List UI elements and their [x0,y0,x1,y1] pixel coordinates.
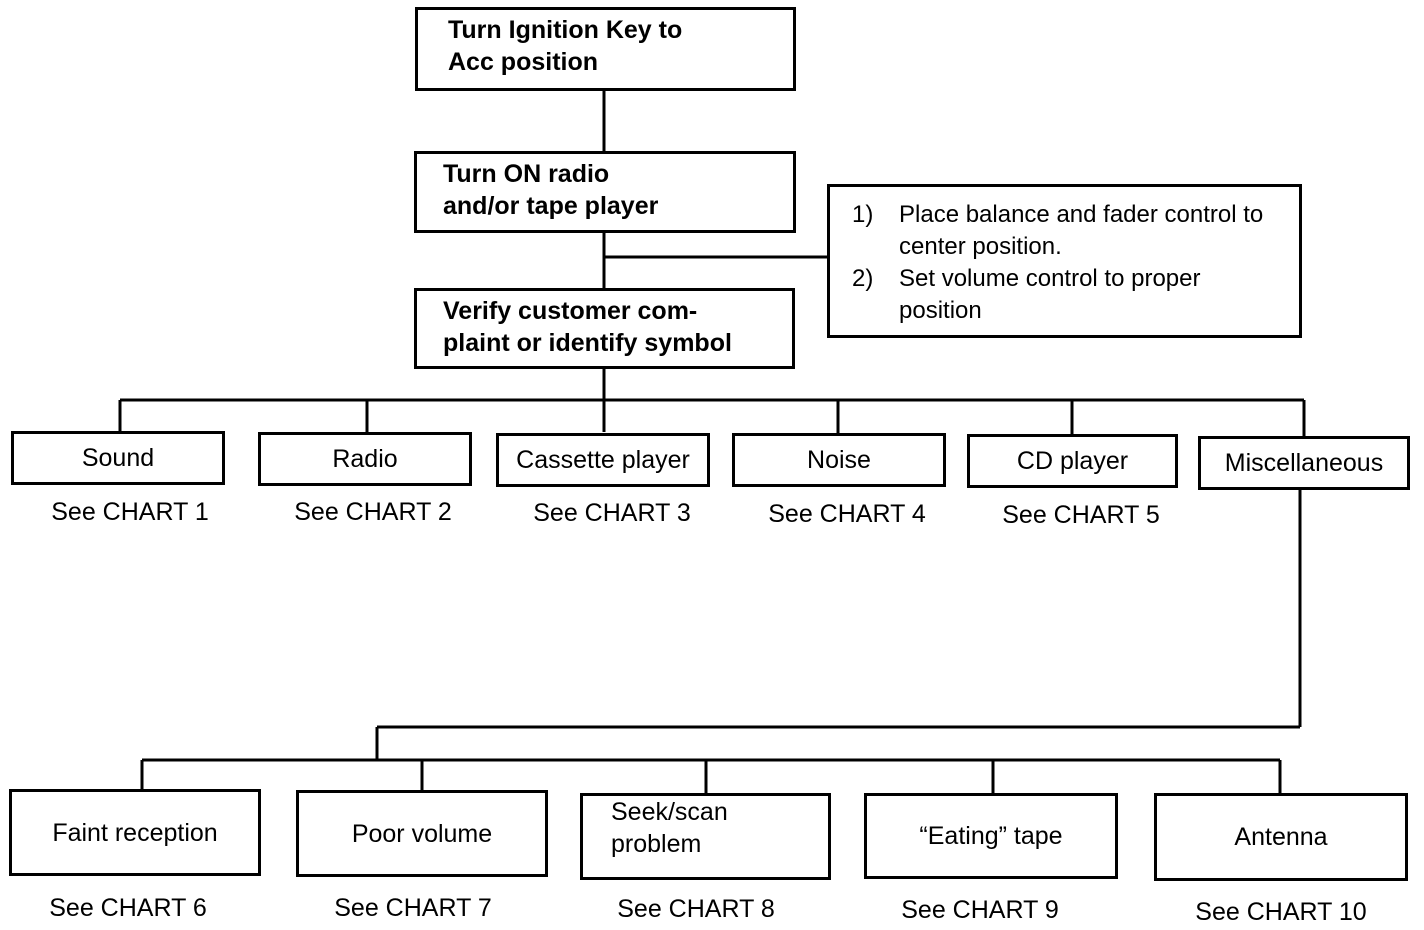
step-ignition-box: Turn Ignition Key to Acc position [415,7,796,91]
category-label: Sound [81,443,155,472]
misc-item-label: “Eating” tape [919,822,1063,850]
chart-ref: See CHART 8 [617,895,775,923]
misc-item-label-line2: problem [611,830,702,858]
category-miscellaneous: Miscellaneous [1198,436,1410,490]
category-cd-player: CD player [967,434,1178,488]
misc-eating-tape: “Eating” tape [864,793,1118,879]
misc-item-label-line1: Seek/scan [611,798,728,826]
category-radio: Radio [258,432,472,486]
chart-ref: See CHART 7 [334,894,492,922]
misc-antenna: Antenna [1154,793,1408,881]
misc-faint-reception: Faint reception [9,789,261,876]
misc-seek-scan-problem: Seek/scan problem [580,793,831,880]
note-item: 1) Place balance and fader control to ce… [852,199,1287,263]
category-label: Miscellaneous [1224,448,1384,477]
step-radio-on-line2: and/or tape player [443,192,659,220]
category-sound: Sound [11,431,225,485]
step-verify-line2: plaint or identify symbol [443,329,732,357]
note-item-text: Place balance and fader control to cente… [899,201,1264,260]
chart-ref: See CHART 2 [294,498,452,526]
misc-item-label: Poor volume [351,819,493,848]
chart-ref: See CHART 5 [1002,501,1160,529]
category-label: Cassette player [516,445,690,474]
chart-ref: See CHART 9 [901,896,1059,924]
chart-ref: See CHART 3 [533,499,691,527]
step-radio-on-box: Turn ON radio and/or tape player [414,151,796,233]
category-cassette-player: Cassette player [496,433,710,487]
misc-item-label: Faint reception [52,818,218,847]
note-item-text: Set volume control to proper position [899,265,1201,324]
note-item-number: 2) [852,265,874,292]
category-noise: Noise [732,433,946,487]
step-ignition-line2: Acc position [448,48,599,76]
step-ignition-line1: Turn Ignition Key to [448,16,683,44]
chart-ref: See CHART 4 [768,500,926,528]
misc-poor-volume: Poor volume [296,790,548,877]
chart-ref: See CHART 10 [1195,898,1367,926]
preparation-note-box: 1) Place balance and fader control to ce… [827,184,1302,338]
note-item-number: 1) [852,201,874,228]
step-verify-box: Verify customer com- plaint or identify … [414,288,795,369]
category-label: Noise [807,445,871,474]
note-item: 2) Set volume control to proper position [852,263,1287,327]
chart-ref: See CHART 1 [51,498,209,526]
misc-item-label: Antenna [1234,823,1328,851]
chart-ref: See CHART 6 [49,894,207,922]
category-label: Radio [332,444,398,473]
step-radio-on-line1: Turn ON radio [443,160,610,188]
step-verify-line1: Verify customer com- [443,297,698,325]
category-label: CD player [1016,446,1129,475]
